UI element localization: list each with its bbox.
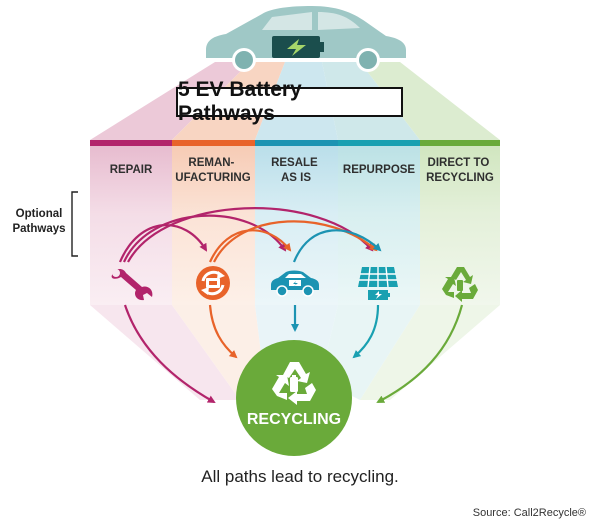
car-battery-icon — [271, 270, 319, 297]
optional-label-line: Optional — [15, 208, 63, 220]
recycling-symbol-icon — [272, 362, 316, 405]
bar-direct-recycling — [420, 140, 500, 146]
recycling-label: RECYCLING — [247, 411, 341, 428]
funnel-repair — [90, 305, 240, 400]
label-resale: RESALE AS IS — [271, 157, 321, 184]
arrow-remanufacturing-to-recycling — [208, 304, 238, 359]
source-credit: Source: Call2Recycle® — [472, 507, 586, 519]
optional-bracket — [71, 191, 78, 257]
caption: All paths lead to recycling. — [201, 467, 399, 486]
arrow-repurpose-to-recycling — [352, 304, 380, 359]
bar-remanufacturing — [172, 140, 255, 146]
arrow-repair-to-recycling — [123, 304, 216, 403]
label-repurpose: REPURPOSE — [343, 164, 416, 176]
wrench-icon — [111, 269, 153, 301]
optional-label-line: Pathways — [12, 223, 66, 235]
optional-pathways-label: Optional Pathways — [8, 207, 70, 237]
bar-resale — [255, 140, 338, 146]
arrow-remanufacturing-to-repurpose — [213, 220, 378, 263]
column-direct-recycling — [420, 140, 500, 305]
bar-repair — [90, 140, 172, 146]
arrow-resale-to-repurpose — [292, 229, 382, 263]
diagram-title: 5 EV Battery Pathways — [176, 78, 403, 125]
label-remanufacturing: REMAN- UFACTURING — [175, 157, 250, 184]
remanufacture-cycle-icon — [196, 266, 230, 300]
column-fan-recycling — [360, 62, 500, 140]
solar-panel-battery-icon — [358, 266, 398, 300]
recycle-symbol-icon — [442, 267, 478, 302]
funnel-direct-recycling — [360, 305, 500, 400]
label-direct-recycling: DIRECT TO RECYCLING — [426, 157, 494, 184]
bar-repurpose — [338, 140, 420, 146]
label-repair: REPAIR — [110, 164, 153, 176]
column-fan-repair — [90, 62, 250, 140]
arrow-repair-to-repurpose — [127, 207, 374, 263]
arrow-direct-to-recycling — [376, 304, 464, 403]
ev-car-icon — [206, 6, 406, 72]
recycling-destination: RECYCLING — [236, 340, 352, 456]
